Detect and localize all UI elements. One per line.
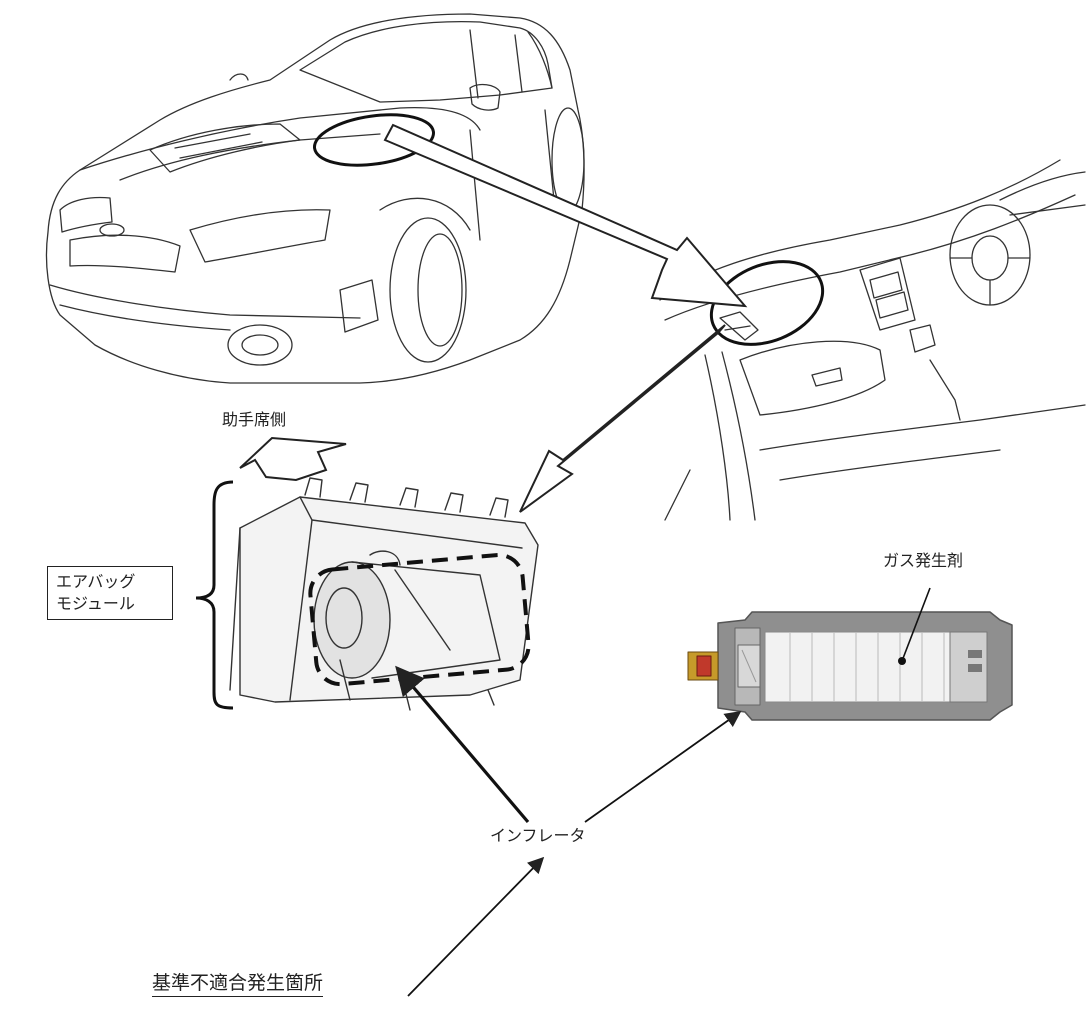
inflator-cross-section xyxy=(687,611,1013,721)
inflator-leader-module xyxy=(395,665,530,824)
inflator-leader-section xyxy=(584,711,742,823)
nonconformity-leader xyxy=(407,856,545,997)
zoom-arrow-car-to-dash xyxy=(383,123,748,308)
airbag-module-label: エアバッグ モジュール xyxy=(47,566,173,620)
gas-generant-leader xyxy=(901,587,931,662)
zoom-arrow-dash-to-module xyxy=(519,324,726,513)
airbag-module-illustration xyxy=(229,477,539,711)
dashboard-illustration xyxy=(659,159,1086,521)
car-illustration xyxy=(45,13,585,384)
module-bracket xyxy=(195,480,234,710)
airbag-module-label-line2: モジュール xyxy=(56,594,135,613)
passenger-side-arrow xyxy=(239,436,347,482)
passenger-side-label: 助手席側 xyxy=(222,410,287,429)
inflator-label: インフレータ xyxy=(490,826,586,845)
airbag-module-label-line1: エアバッグ xyxy=(56,572,136,591)
car-highlight-oval xyxy=(312,113,436,167)
nonconformity-location-label: 基準不適合発生箇所 xyxy=(152,968,324,997)
gas-generant-label: ガス発生剤 xyxy=(883,551,964,570)
